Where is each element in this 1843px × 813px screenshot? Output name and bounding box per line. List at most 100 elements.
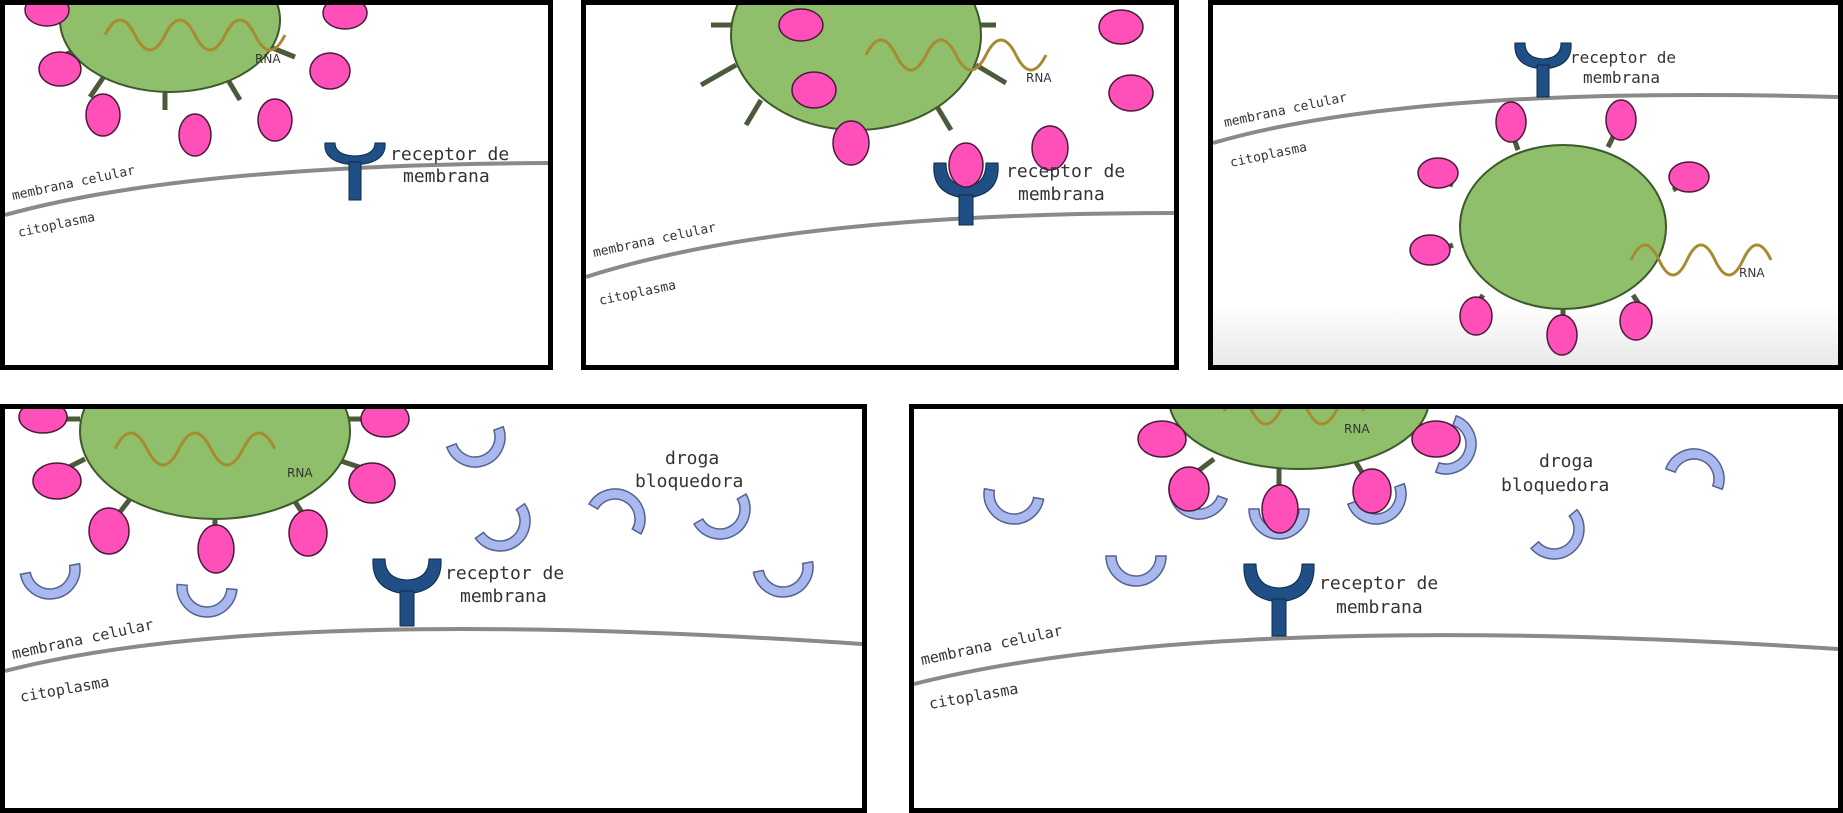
rna-label: RNA (1026, 71, 1052, 85)
membrane-label: membrana celular (919, 621, 1064, 669)
cytoplasm-label: citoplasma (598, 278, 678, 309)
virus-body (59, 5, 281, 93)
receptor-label-line1: receptor de (390, 144, 509, 165)
spike-bound (948, 142, 984, 188)
cytoplasm-label: citoplasma (17, 210, 97, 241)
spike (309, 52, 351, 90)
receptor-label-line2: membrana (403, 166, 490, 187)
rna-strand (864, 38, 1048, 72)
spike (1668, 161, 1710, 193)
spike (1031, 125, 1069, 171)
virus-body (1169, 409, 1429, 470)
spike (778, 8, 824, 42)
receptor-label-line1: receptor de (1006, 161, 1125, 182)
spike (791, 71, 837, 109)
drug-molecule (983, 487, 1045, 525)
drug-molecule (1529, 508, 1585, 560)
virus: RNA (24, 5, 368, 157)
spike (1546, 314, 1578, 356)
panel-4: membrana celular citoplasma RNA (0, 404, 867, 813)
panel-1-canvas: membrana celular citoplasma RNA receptor… (5, 5, 548, 241)
spike (85, 93, 121, 137)
blocking-drugs (19, 425, 814, 618)
spike (38, 51, 82, 87)
receptor-label-line1: receptor de (1319, 573, 1438, 594)
rna-strand (103, 18, 287, 52)
spike (1261, 484, 1299, 534)
cytoplasm-label: citoplasma (928, 680, 1020, 713)
panel-2-canvas: membrana celular citoplasma RNA receptor (586, 5, 1174, 309)
spike (1417, 157, 1459, 189)
virus (1409, 99, 1710, 356)
spike (24, 5, 70, 27)
drug-molecule (474, 502, 531, 552)
rna-strand-released (1629, 243, 1773, 277)
spike (1411, 420, 1461, 458)
spike (832, 120, 870, 166)
drug-molecule (176, 583, 238, 618)
panel-5: membrana celular citoplasma RNA (909, 404, 1843, 813)
drug-label-line2: bloquedora (635, 471, 743, 492)
spike (1605, 99, 1637, 141)
drug-molecule (752, 560, 814, 598)
drug-label-line1: droga (1539, 451, 1593, 472)
cell-membrane (914, 633, 1838, 686)
panel-1: membrana celular citoplasma RNA receptor… (0, 0, 553, 370)
drug-molecule (1105, 555, 1167, 587)
rna-label: RNA (1739, 266, 1765, 280)
spike (322, 5, 368, 30)
panel-3: membrana celular citoplasma receptor de … (1208, 0, 1843, 370)
drug-molecule (587, 488, 646, 536)
receptor-label-line2: membrana (460, 586, 547, 607)
spike (1619, 301, 1653, 341)
rna-strand (113, 431, 277, 467)
membrane-label: membrana celular (592, 220, 718, 261)
receptor-label-line2: membrana (1336, 597, 1423, 618)
membrane-receptor (1243, 563, 1315, 637)
drug-molecule (692, 492, 751, 540)
membrane-receptor-bound (933, 142, 999, 226)
cytoplasm-label: citoplasma (19, 673, 111, 706)
receptor-label-line2: membrana (1018, 184, 1105, 205)
receptor-label-line1: receptor de (1570, 48, 1676, 67)
cell-membrane (1213, 92, 1838, 145)
virus: RNA (18, 409, 410, 574)
panel-4-canvas: membrana celular citoplasma RNA (5, 409, 862, 706)
drug-molecule (1664, 448, 1725, 491)
virus: RNA (1137, 409, 1477, 540)
virus: RNA (699, 5, 1154, 171)
spike (1137, 420, 1187, 458)
spike (288, 509, 328, 557)
drug-label-line2: bloquedora (1501, 475, 1609, 496)
panel-2: membrana celular citoplasma RNA receptor (581, 0, 1179, 370)
spike (178, 113, 212, 157)
panel-5-canvas: membrana celular citoplasma RNA (914, 409, 1838, 713)
spike (32, 462, 82, 500)
spike (1168, 466, 1210, 512)
membrane-receptor (372, 558, 442, 627)
virus-body (730, 5, 982, 131)
spike (1459, 296, 1493, 336)
drug-label-line1: droga (665, 448, 719, 469)
spike (1409, 234, 1451, 266)
membrane-receptor (1514, 42, 1572, 98)
spike (360, 409, 410, 438)
cell-membrane (5, 627, 862, 673)
cell-membrane (5, 161, 548, 217)
spike (348, 462, 396, 504)
rna-label: RNA (287, 466, 313, 480)
cytoplasm-label: citoplasma (1229, 140, 1309, 171)
spike (1108, 74, 1154, 112)
rna-label: RNA (255, 52, 281, 66)
drug-molecule-bound (1434, 414, 1477, 475)
spike (197, 524, 235, 574)
spike (1495, 101, 1527, 143)
drug-molecule (19, 562, 81, 600)
spike (257, 98, 293, 142)
spike (1352, 468, 1392, 514)
blocking-drugs (983, 448, 1725, 587)
spike (18, 409, 68, 434)
receptor-label-line2: membrana (1583, 68, 1660, 87)
panel-3-canvas: membrana celular citoplasma receptor de … (1213, 42, 1838, 365)
drug-molecule (445, 425, 506, 468)
